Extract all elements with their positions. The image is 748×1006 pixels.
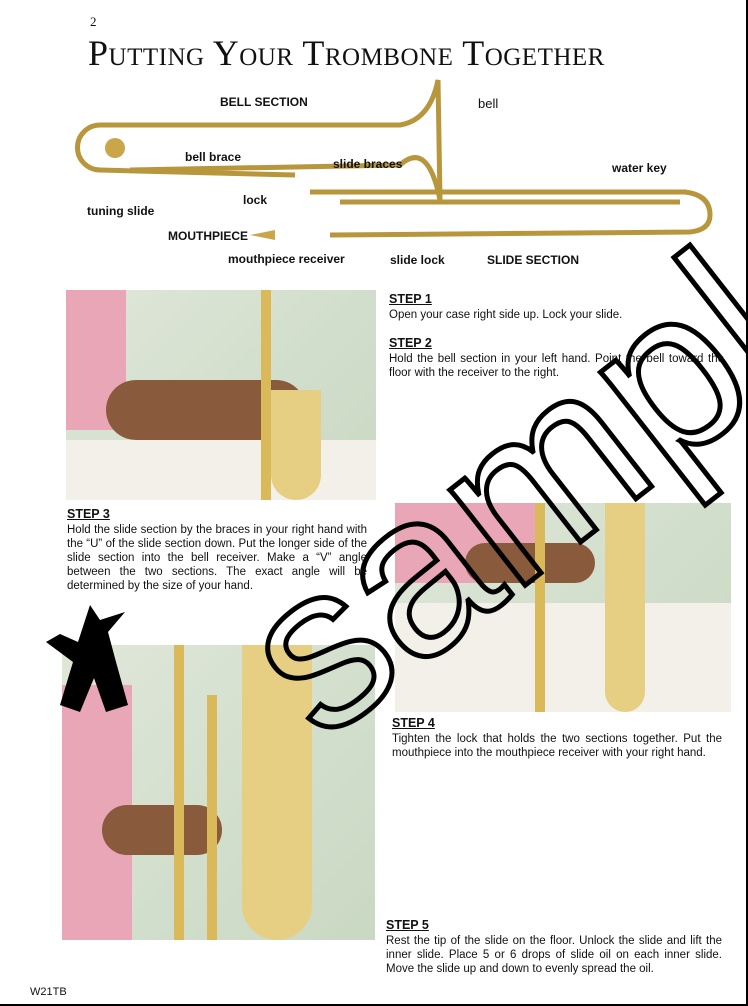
step-text: Hold the bell section in your left hand.… <box>389 353 724 379</box>
step-heading: STEP 1 <box>389 292 432 306</box>
label-bell-brace: bell brace <box>185 150 242 164</box>
step-4: STEP 4 Tighten the lock that holds the t… <box>392 716 722 760</box>
label-water-key: water key <box>612 161 667 175</box>
label-lock: lock <box>243 193 268 207</box>
label-bell-section: BELL SECTION <box>220 95 308 109</box>
step-5: STEP 5 Rest the tip of the slide on the … <box>386 918 722 976</box>
photo-step-1-2 <box>66 290 376 500</box>
label-tuning-slide: tuning slide <box>87 204 155 218</box>
trombone-diagram <box>75 79 713 240</box>
step-heading: STEP 2 <box>389 336 432 350</box>
step-heading: STEP 3 <box>67 507 110 521</box>
page-title: Putting Your Trombone Together <box>88 33 605 73</box>
step-1: STEP 1 Open your case right side up. Loc… <box>389 292 724 322</box>
step-text: Tighten the lock that holds the two sect… <box>392 733 722 759</box>
step-text: Hold the slide section by the braces in … <box>67 524 367 592</box>
step-3: STEP 3 Hold the slide section by the bra… <box>67 507 367 593</box>
step-heading: STEP 4 <box>392 716 435 730</box>
photo-step-4 <box>395 503 731 712</box>
step-text: Rest the tip of the slide on the floor. … <box>386 935 722 975</box>
label-mouthpiece-receiver: mouthpiece receiver <box>228 252 345 266</box>
step-text: Open your case right side up. Lock your … <box>389 309 623 321</box>
silhouette-logo <box>46 605 128 712</box>
label-slide-braces: slide braces <box>333 157 403 171</box>
label-mouthpiece: MOUTHPIECE <box>168 229 249 243</box>
footer-code: W21TB <box>30 986 67 998</box>
photo-step-5 <box>62 645 375 940</box>
label-slide-section: SLIDE SECTION <box>487 253 580 267</box>
label-bell: bell <box>478 96 499 111</box>
step-heading: STEP 5 <box>386 918 429 932</box>
step-2: STEP 2 Hold the bell section in your lef… <box>389 336 724 380</box>
label-slide-lock: slide lock <box>390 253 445 267</box>
page-number: 2 <box>90 14 97 29</box>
